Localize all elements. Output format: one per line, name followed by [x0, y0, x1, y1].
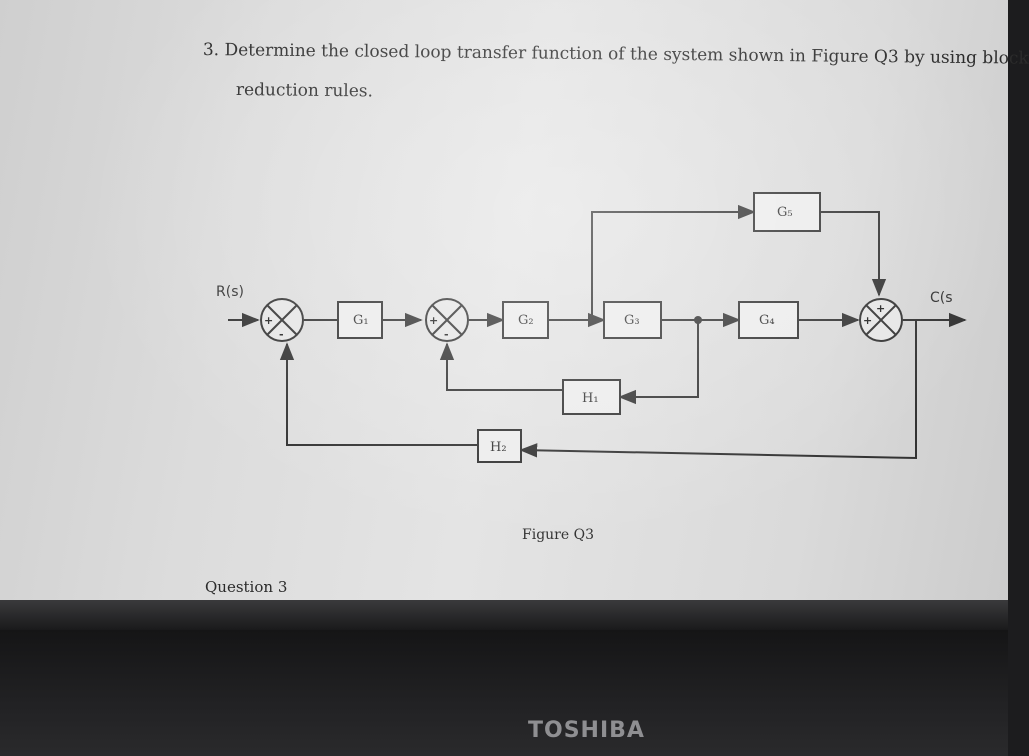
block-g5: G₅ — [753, 192, 821, 232]
summing-junction-1: + - — [260, 298, 304, 342]
wire-to-h1 — [618, 320, 699, 405]
block-g3: G₃ — [603, 301, 662, 339]
sum1-minus-sign: - — [279, 328, 284, 341]
screen-area: 3. Determine the closed loop transfer fu… — [0, 0, 1029, 600]
block-g3-label: G₃ — [624, 313, 640, 328]
monitor-bezel — [0, 630, 1008, 756]
output-label: C(s — [930, 290, 953, 306]
wire-h2-sum1 — [279, 342, 478, 446]
block-g4-label: G₄ — [759, 313, 775, 328]
block-h1-label: H₁ — [582, 391, 599, 406]
block-h2-label: H₂ — [490, 440, 507, 455]
sum2-plus-sign: + — [429, 314, 438, 327]
summing-junction-2: + - — [425, 298, 469, 342]
sum3-plus-sign-left: + — [863, 314, 872, 327]
summing-junction-3: + + — [859, 298, 903, 342]
block-g5-label: G₅ — [777, 205, 793, 220]
block-g1-label: G₁ — [353, 313, 369, 328]
block-h1: H₁ — [562, 379, 621, 415]
junction-dot-g3 — [694, 316, 702, 324]
wire-h1-sum2 — [439, 342, 563, 391]
wire-to-h2 — [519, 320, 917, 460]
figure-caption: Figure Q3 — [522, 527, 594, 543]
question-footer-label: Question 3 — [205, 578, 288, 596]
wire-g5-sum3 — [820, 211, 887, 297]
sum2-minus-sign: - — [444, 328, 449, 341]
sum3-plus-sign-top: + — [876, 302, 885, 315]
block-g2: G₂ — [502, 301, 549, 339]
brand-logo: TOSHIBA — [528, 718, 645, 743]
monitor-bezel-edge — [0, 600, 1008, 630]
block-diagram: + - + - + + G₁ G₂ G₃ — [216, 192, 967, 463]
block-g1: G₁ — [337, 301, 383, 339]
sum1-plus-sign: + — [264, 314, 273, 327]
input-label: R(s) — [216, 284, 244, 300]
wire-to-g5 — [591, 204, 756, 320]
block-g4: G₄ — [738, 301, 799, 339]
block-g2-label: G₂ — [518, 313, 534, 328]
junction-dot-g2 — [588, 316, 596, 324]
block-h2: H₂ — [477, 429, 522, 463]
